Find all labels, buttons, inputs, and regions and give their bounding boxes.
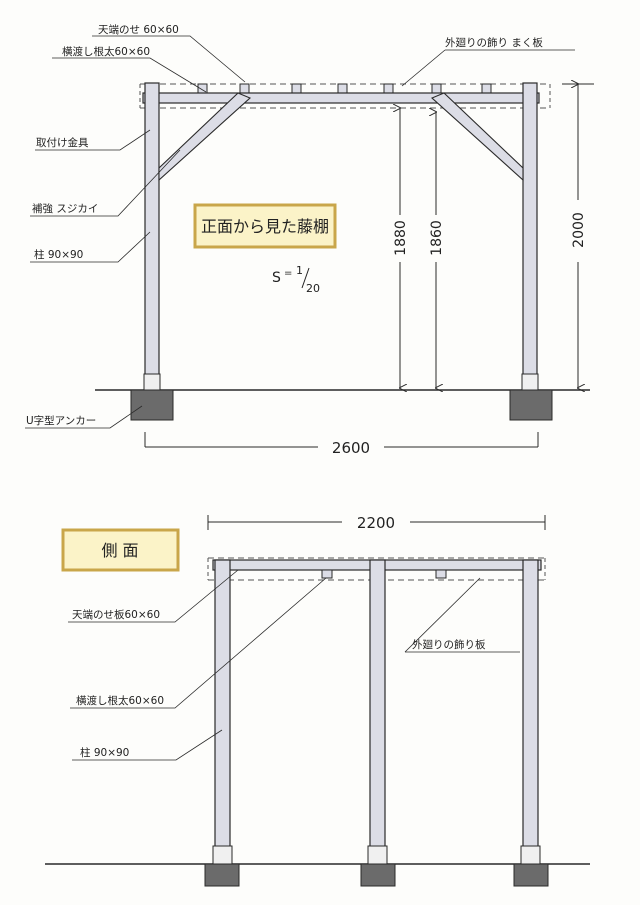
side-label-cross-beam: 横渡し根太60×60 bbox=[76, 694, 164, 707]
front-bracket-left bbox=[143, 373, 161, 391]
front-label-bracket: 取付け金具 bbox=[36, 136, 89, 149]
side-label-outer-board: 外廻りの飾り板 bbox=[412, 638, 486, 651]
front-footing-left bbox=[130, 389, 174, 421]
side-view: 2200 側 面 天端のせ板60×60 外廻りの飾り板 横渡し根太60×60 柱… bbox=[45, 514, 590, 887]
dim-h2: 1860 bbox=[429, 112, 445, 388]
side-block-2 bbox=[435, 569, 447, 579]
front-label-anchor: U字型アンカー bbox=[26, 414, 96, 427]
front-cross-beam bbox=[142, 92, 540, 104]
front-bracket-right bbox=[521, 373, 539, 391]
svg-text:1: 1 bbox=[296, 264, 303, 277]
front-title-box bbox=[193, 203, 337, 249]
front-leaders bbox=[25, 35, 575, 429]
front-top-blocks bbox=[149, 83, 492, 94]
side-label-top-board: 天端のせ板60×60 bbox=[72, 608, 160, 621]
side-block-1 bbox=[321, 569, 333, 579]
scale-label: S = 1 20 bbox=[272, 264, 320, 295]
side-footing-middle bbox=[360, 863, 396, 887]
side-post-middle bbox=[369, 559, 386, 857]
front-label-post: 柱 90×90 bbox=[34, 248, 83, 261]
front-post-left bbox=[144, 82, 160, 376]
front-post-right bbox=[522, 82, 538, 376]
dim-h2-label: 1860 bbox=[429, 220, 445, 256]
svg-text:20: 20 bbox=[306, 282, 320, 295]
front-brace-left bbox=[158, 92, 252, 182]
dim-width-side-label: 2200 bbox=[357, 514, 395, 532]
dim-h1-label: 1880 bbox=[393, 220, 409, 256]
side-footing-right bbox=[513, 863, 549, 887]
front-label-top-board: 天端のせ 60×60 bbox=[98, 23, 179, 36]
side-title-box bbox=[61, 528, 180, 572]
dim-h3-label: 2000 bbox=[571, 212, 587, 248]
dim-width-front-label: 2600 bbox=[332, 439, 370, 457]
dim-h1: 1880 bbox=[393, 108, 409, 388]
svg-text:=: = bbox=[284, 268, 292, 279]
side-leaders bbox=[68, 569, 520, 761]
dim-width-front: 2600 bbox=[144, 432, 539, 457]
side-label-post: 柱 90×90 bbox=[80, 746, 129, 759]
side-footing-left bbox=[204, 863, 240, 887]
front-label-brace: 補強 スジカイ bbox=[32, 202, 98, 215]
front-label-outer-board: 外廻りの飾り まく板 bbox=[445, 36, 543, 49]
front-footing-right bbox=[509, 389, 553, 421]
front-view: 正面から見た藤棚 S = 1 20 1880 1860 2000 bbox=[25, 23, 594, 457]
front-brace-right bbox=[430, 92, 524, 182]
front-title: 正面から見た藤棚 bbox=[201, 217, 329, 236]
side-title: 側 面 bbox=[101, 541, 138, 560]
side-post-left bbox=[214, 559, 231, 857]
svg-text:S: S bbox=[272, 270, 281, 286]
front-label-cross-beam: 横渡し根太60×60 bbox=[62, 45, 150, 58]
side-post-right bbox=[522, 559, 539, 857]
dim-h3: 2000 bbox=[562, 84, 594, 388]
dim-width-side: 2200 bbox=[207, 514, 546, 532]
